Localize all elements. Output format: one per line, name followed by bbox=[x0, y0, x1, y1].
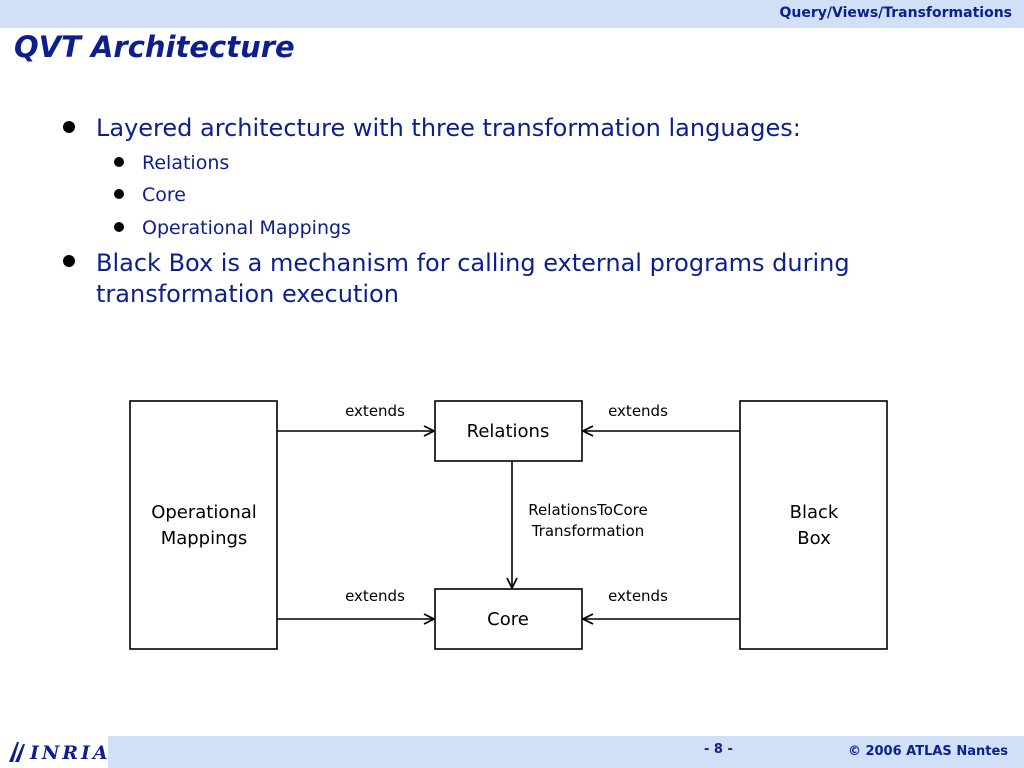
footer: INRIA - 8 - © 2006 ATLAS Nantes bbox=[0, 734, 1024, 768]
core-box bbox=[434, 588, 583, 650]
blackbox-label-line1: Black bbox=[790, 502, 839, 523]
section-title: Query/Views/Transformations bbox=[779, 5, 1013, 21]
operational-mappings-box bbox=[129, 400, 278, 650]
operational-label-line1: Operational bbox=[151, 502, 257, 523]
slide-title: QVT Architecture bbox=[14, 30, 295, 64]
qvt-architecture-diagram: Relations Core Operational Mappings Blac… bbox=[129, 400, 888, 650]
operational-label-line2: Mappings bbox=[161, 528, 248, 549]
edge-label-op-relations: extends bbox=[345, 402, 405, 420]
edge-label-op-core: extends bbox=[345, 587, 405, 605]
page-number: - 8 - bbox=[704, 742, 733, 757]
bullet-icon bbox=[63, 121, 75, 133]
bullet-icon bbox=[114, 189, 124, 199]
sub-bullet-operational: Operational Mappings bbox=[142, 217, 351, 239]
edge-label-bb-core: extends bbox=[608, 587, 668, 605]
footer-bar bbox=[108, 736, 1024, 768]
bullet-blackbox-line2: transformation execution bbox=[96, 280, 399, 308]
relations-label: Relations bbox=[467, 421, 550, 442]
edge-label-bb-relations: extends bbox=[608, 402, 668, 420]
inria-logo: INRIA bbox=[6, 738, 108, 766]
sub-bullet-core: Core bbox=[142, 184, 186, 206]
black-box-box bbox=[739, 400, 888, 650]
blackbox-label-line2: Box bbox=[797, 528, 831, 549]
core-label: Core bbox=[487, 609, 529, 630]
inria-logo-icon bbox=[9, 742, 25, 762]
bullet-icon bbox=[63, 255, 75, 267]
relations-box bbox=[434, 400, 583, 462]
bullet-layered: Layered architecture with three transfor… bbox=[96, 114, 801, 142]
bullet-blackbox-line1: Black Box is a mechanism for calling ext… bbox=[96, 249, 850, 277]
edge-label-relations-to-core-line2: Transformation bbox=[531, 522, 645, 540]
sub-bullet-relations: Relations bbox=[142, 152, 230, 174]
edge-label-relations-to-core-line1: RelationsToCore bbox=[528, 501, 647, 519]
header-bar: Query/Views/Transformations bbox=[0, 0, 1024, 28]
copyright-text: © 2006 ATLAS Nantes bbox=[847, 744, 1008, 759]
inria-logo-text: INRIA bbox=[30, 742, 111, 764]
bullet-icon bbox=[114, 157, 124, 167]
bullet-icon bbox=[114, 222, 124, 232]
